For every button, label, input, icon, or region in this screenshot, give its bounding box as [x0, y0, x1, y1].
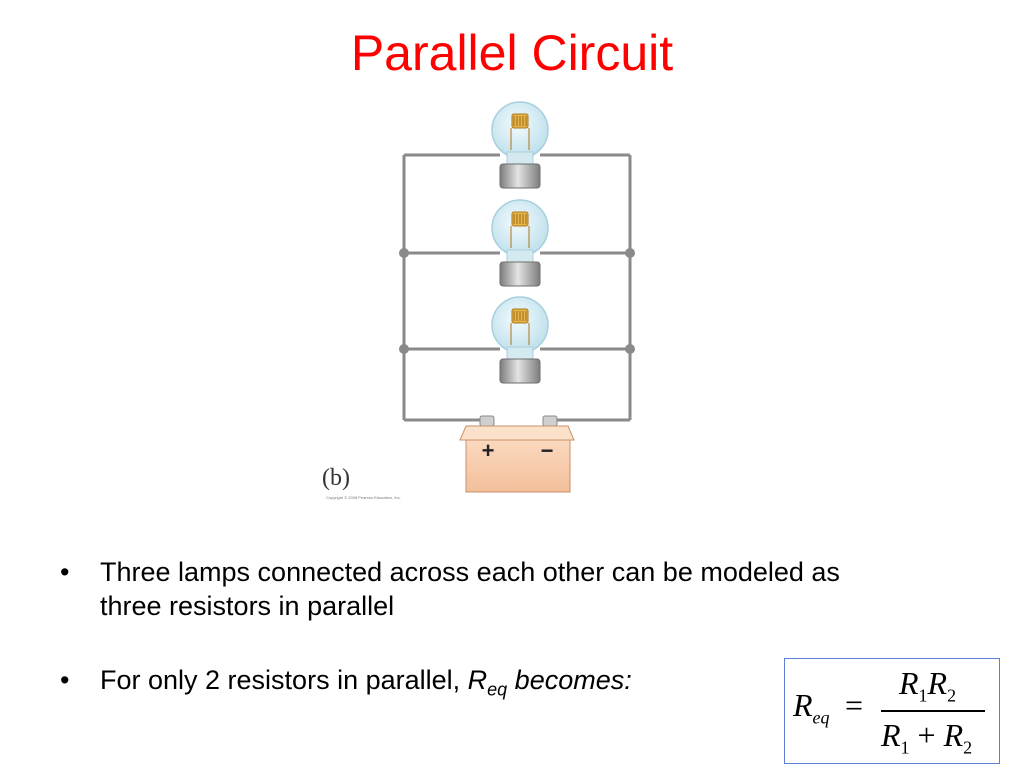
- formula-denominator: R1 + R2: [881, 717, 973, 758]
- copyright-note: Copyright © 2008 Pearson Education, Inc.: [326, 495, 401, 500]
- battery-plus-sign: +: [482, 438, 495, 463]
- battery-minus-sign: −: [541, 438, 554, 463]
- slide-title: Parallel Circuit: [350, 25, 674, 81]
- bullet-text-2-suffix: becomes:: [507, 665, 632, 695]
- circuit-diagram: + −: [399, 101, 635, 493]
- formula-lhs: Req: [793, 687, 830, 728]
- bullet-text-1: Three lamps connected across each other …: [100, 557, 840, 621]
- battery-terminal-negative: [542, 415, 558, 427]
- formula-equals: =: [845, 687, 864, 723]
- bullet-marker: •: [60, 557, 70, 587]
- lamp-2: [491, 199, 549, 287]
- bullet-marker: •: [60, 665, 70, 695]
- junction-dot: [625, 344, 635, 354]
- equivalent-resistance-formula: Req = R1R2 R1 + R2: [784, 658, 1000, 764]
- junction-dots: [399, 248, 635, 354]
- formula-numerator: R1R2: [899, 665, 957, 706]
- bullet-item-2: • For only 2 resistors in parallel, Req …: [60, 663, 880, 706]
- bullet-item-1: • Three lamps connected across each othe…: [60, 555, 880, 623]
- junction-dot: [399, 344, 409, 354]
- circuit-figure: + − (b) Copyright © 2008 Pearson Educati…: [300, 90, 700, 510]
- battery-body: [465, 439, 571, 493]
- fraction-bar: [881, 710, 985, 712]
- battery-terminal-positive: [479, 415, 495, 427]
- req-variable: Req: [467, 665, 508, 700]
- lamp-1: [491, 101, 549, 189]
- circuit-wires: [402, 153, 632, 426]
- lamp-3: [491, 296, 549, 384]
- figure-label: (b): [322, 465, 350, 491]
- bullet-text-2-prefix: For only 2 resistors in parallel,: [100, 665, 468, 695]
- bullet-list: • Three lamps connected across each othe…: [60, 555, 880, 706]
- junction-dot: [625, 248, 635, 258]
- junction-dot: [399, 248, 409, 258]
- battery: + −: [459, 415, 575, 493]
